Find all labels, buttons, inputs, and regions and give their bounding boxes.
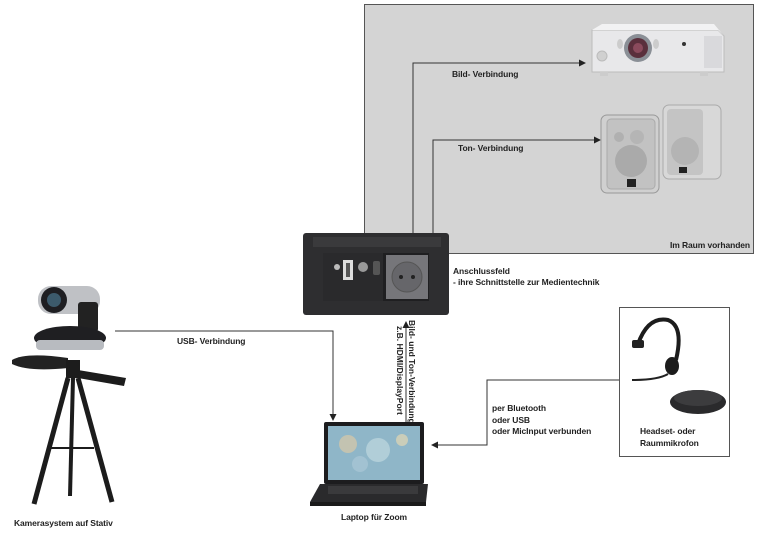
headset-icon <box>631 317 726 414</box>
av-connection-example: z.B. HDMI/DisplayPort <box>395 326 405 415</box>
laptop-icon <box>310 422 428 506</box>
panel-subtitle: - ihre Schnittstelle zur Medientechnik <box>453 277 600 287</box>
mic-connection-label-3: oder MicInput verbunden <box>492 426 592 436</box>
microphone-box: Headset- oder Raummikrofon <box>619 307 730 457</box>
speakers-icon <box>600 104 722 194</box>
camera-label: Kamerasystem auf Stativ <box>14 518 113 528</box>
mic-connection-label-2: oder USB <box>492 415 530 425</box>
panel-title: Anschlussfeld <box>453 266 510 276</box>
mic-label-2: Raummikrofon <box>640 438 699 448</box>
projector-icon <box>591 24 725 76</box>
camera-tripod-icon <box>12 286 126 505</box>
mic-connection-label-1: per Bluetooth <box>492 403 546 413</box>
picture-connection-label: Bild- Verbindung <box>452 69 519 79</box>
connection-panel-icon <box>303 233 449 315</box>
sound-connection-label: Ton- Verbindung <box>458 143 524 153</box>
room-label: Im Raum vorhanden <box>670 240 751 250</box>
av-connection-label: Bild- und Ton-Verbindung <box>407 320 417 424</box>
mic-label-1: Headset- oder <box>640 426 696 436</box>
laptop-label: Laptop für Zoom <box>341 512 408 522</box>
usb-connection-label: USB- Verbindung <box>177 336 246 346</box>
